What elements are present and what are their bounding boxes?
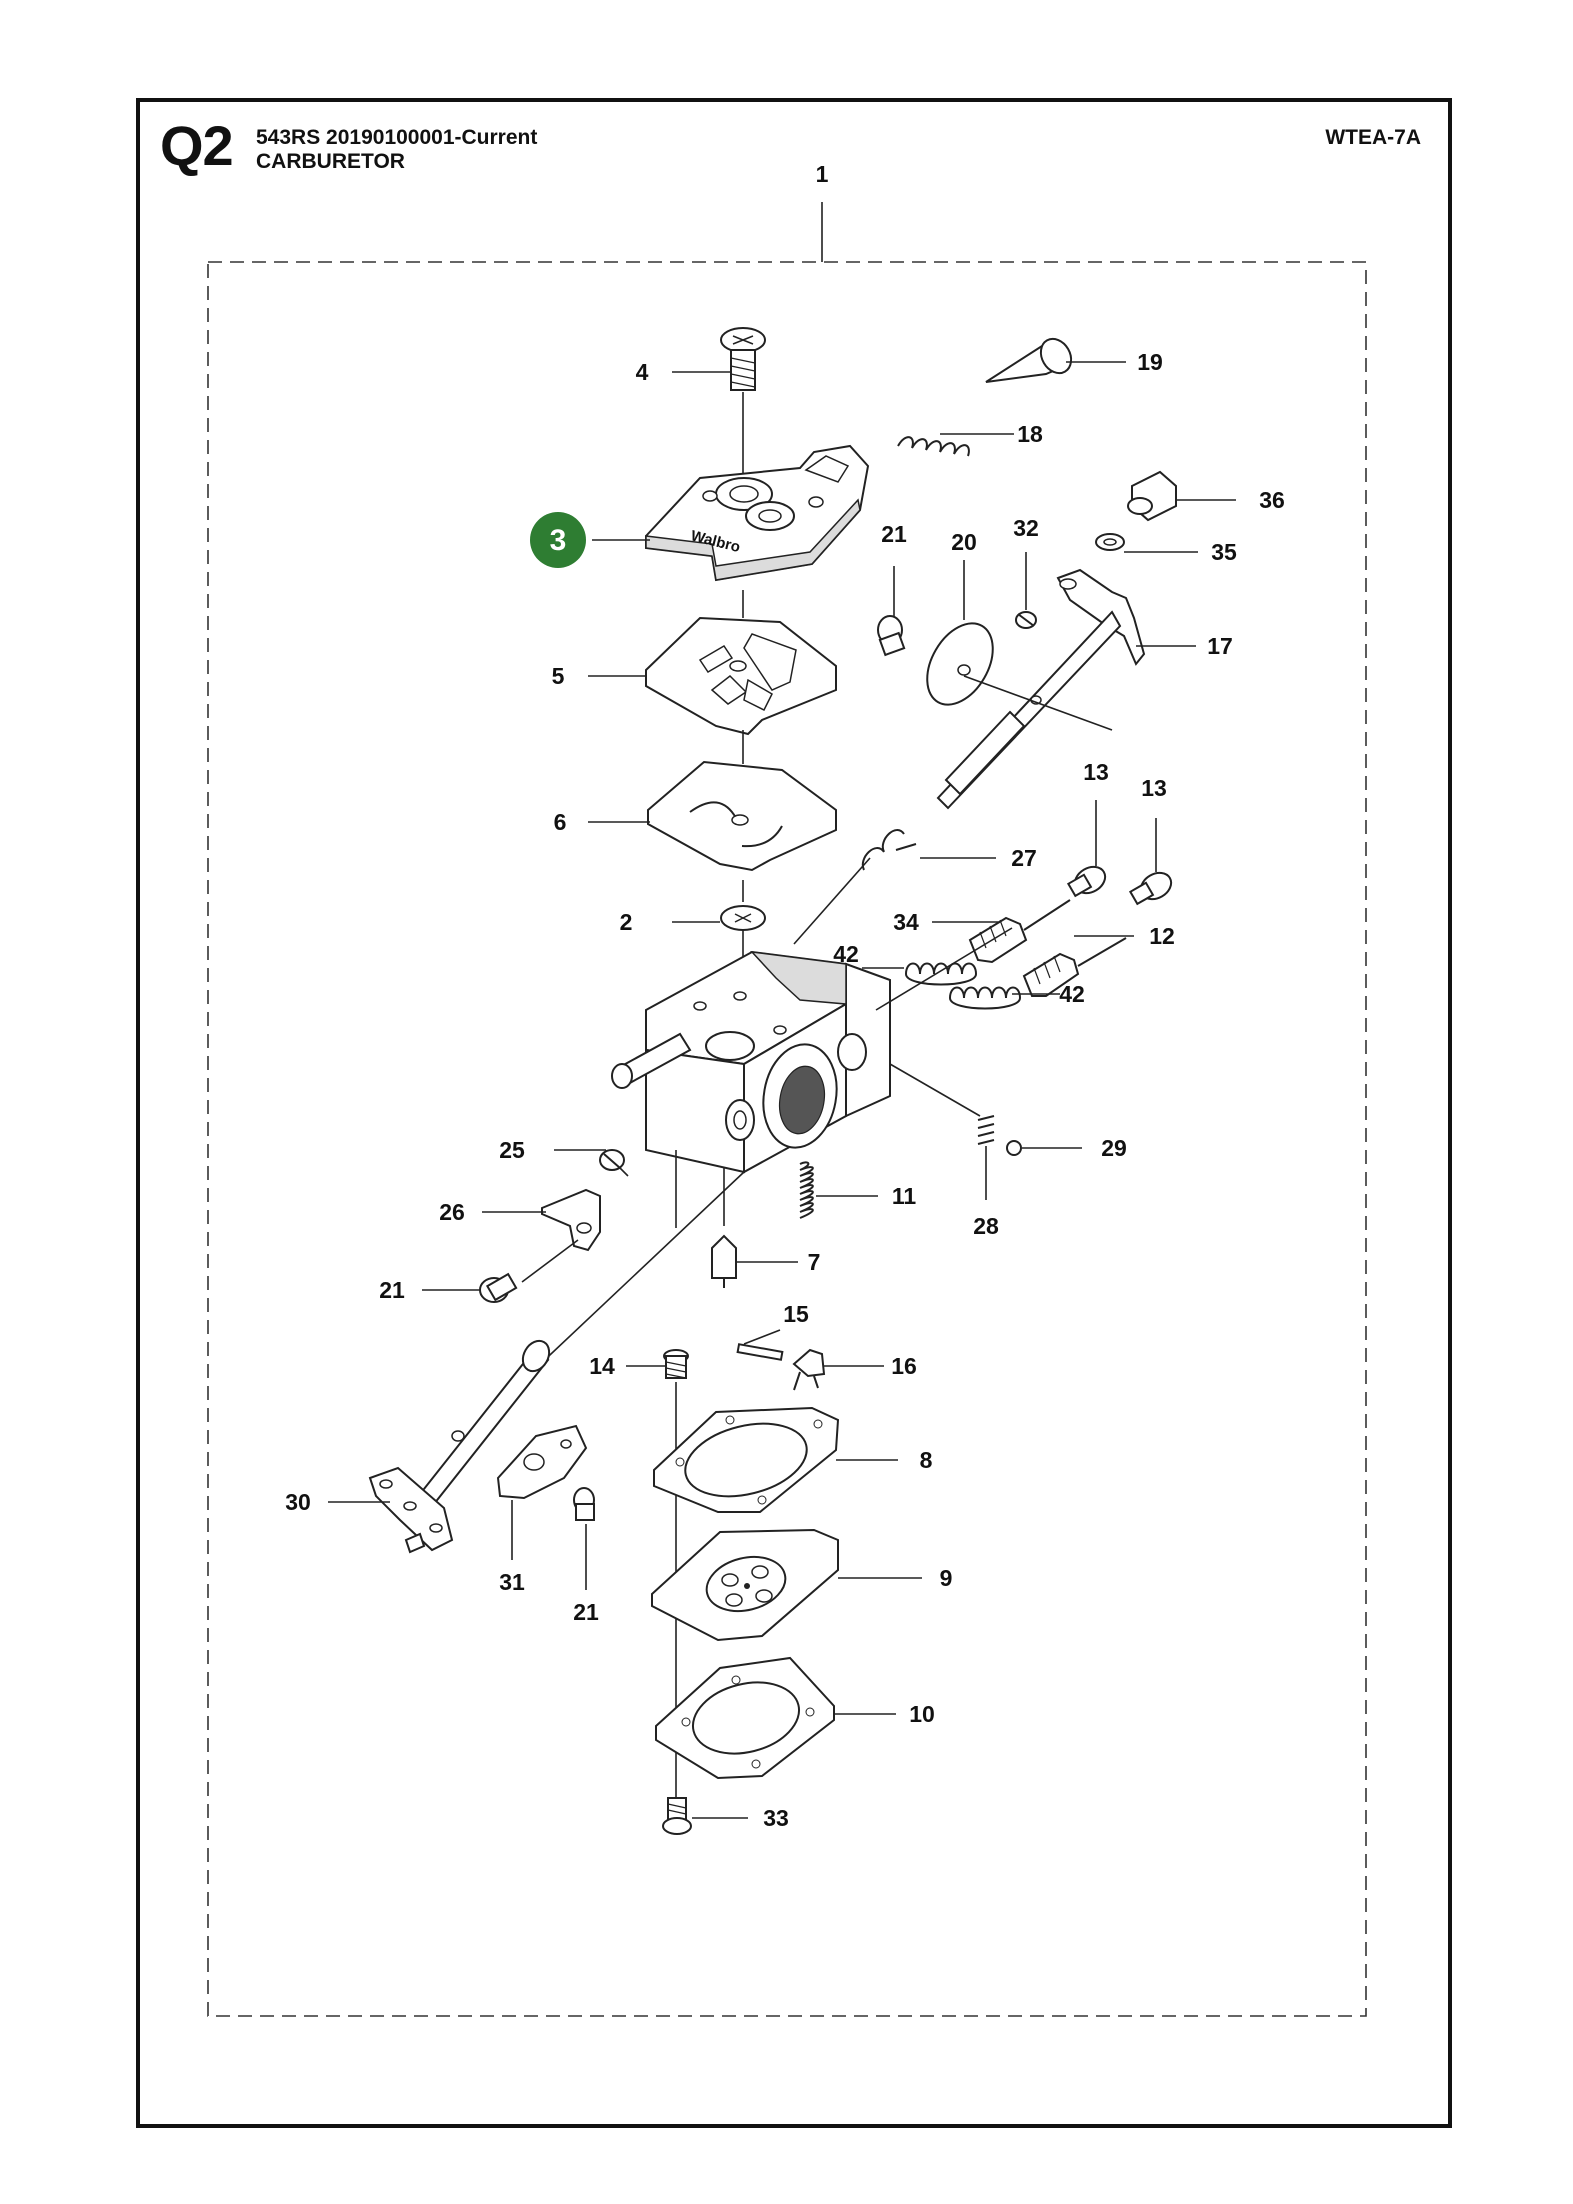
callout-15: 15: [783, 1301, 809, 1327]
callout-21-bottom: 21: [573, 1599, 599, 1625]
callout-20: 20: [951, 529, 977, 555]
callout-9: 9: [940, 1565, 953, 1591]
part-spring-27: [861, 829, 917, 871]
callout-25: 25: [499, 1137, 525, 1163]
page-code: Q2: [160, 114, 234, 177]
part-needle-2: [720, 905, 766, 931]
part-cap-13-a: [1066, 865, 1107, 898]
callout-21-mid: 21: [379, 1277, 405, 1303]
highlight-label: 3: [550, 524, 567, 557]
callout-42-b: 42: [1059, 981, 1085, 1007]
part-spring-42-a: [905, 962, 978, 986]
callout-5: 5: [552, 663, 565, 689]
callout-4: 4: [636, 359, 649, 385]
part-lever-16: [792, 1348, 826, 1391]
callout-13-b: 13: [1141, 775, 1167, 801]
part-lever-26: [541, 1188, 601, 1252]
part-valve-20: [926, 622, 994, 706]
part-screw-34: [968, 899, 1071, 964]
part-screw-21-mid: [479, 1272, 518, 1303]
model-range: 543RS 20190100001-Current: [256, 126, 538, 149]
part-spring-42-b: [949, 986, 1022, 1010]
callout-29: 29: [1101, 1135, 1127, 1161]
part-shaft-17: [936, 568, 1146, 810]
part-cover-3: Walbro: [645, 444, 870, 582]
callout-10: 10: [909, 1701, 935, 1727]
part-ring-25: [599, 1149, 625, 1171]
part-gasket-8: [653, 1406, 840, 1513]
callout-36: 36: [1259, 487, 1285, 513]
part-ball-29: [1006, 1140, 1022, 1156]
drawing-reference: WTEA-7A: [1325, 126, 1421, 149]
callout-30: 30: [285, 1489, 311, 1515]
part-spring-11: [799, 1161, 814, 1219]
part-screw-4: [720, 327, 766, 391]
callout-2: 2: [620, 909, 633, 935]
part-cap-13-b: [1128, 871, 1173, 906]
callout-13-a: 13: [1083, 759, 1109, 785]
page-frame: [136, 98, 1452, 2128]
callout-11: 11: [892, 1183, 917, 1209]
callout-33: 33: [763, 1805, 789, 1831]
callout-28: 28: [973, 1213, 999, 1239]
callout-7: 7: [808, 1249, 821, 1275]
callout-34: 34: [893, 909, 919, 935]
callout-6: 6: [554, 809, 567, 835]
callout-12: 12: [1149, 923, 1175, 949]
part-screw-12: [1022, 937, 1127, 997]
diagram-title: CARBURETOR: [256, 150, 405, 173]
highlight-badge: 3: [530, 512, 586, 568]
part-shaft-30: [368, 1339, 551, 1554]
callout-42-a: 42: [833, 941, 859, 967]
part-pin-15: [736, 1343, 784, 1361]
assembly-boundary: [207, 261, 1367, 2017]
part-valve-31: [496, 1424, 588, 1500]
part-diaphragm-6: [647, 760, 837, 872]
part-clip-32: [1015, 611, 1037, 629]
callout-8: 8: [920, 1447, 933, 1473]
callout-31: 31: [499, 1569, 525, 1595]
callout-14: 14: [589, 1353, 615, 1379]
callout-26: 26: [439, 1199, 465, 1225]
callout-32: 32: [1013, 515, 1039, 541]
part-spring-28: [977, 1115, 995, 1145]
part-screw-21-top: [877, 615, 906, 657]
callout-16: 16: [891, 1353, 917, 1379]
part-screw-14: [663, 1349, 689, 1379]
carburetor-body: [611, 950, 891, 1174]
callout-18: 18: [1017, 421, 1043, 447]
part-gasket-5: [645, 616, 837, 736]
part-screw-33: [662, 1797, 692, 1835]
callout-1: 1: [816, 161, 829, 187]
callout-17: 17: [1207, 633, 1233, 659]
callout-27: 27: [1011, 845, 1037, 871]
part-cap-36: [1127, 470, 1177, 522]
part-spring-18: [897, 436, 970, 457]
part-needle-7: [711, 1234, 737, 1288]
part-screw-21-bottom: [573, 1487, 595, 1521]
part-diaphragm-9: [651, 1528, 839, 1642]
callout-19: 19: [1137, 349, 1163, 375]
part-gasket-10: [655, 1656, 835, 1780]
part-needle-19: [985, 337, 1073, 383]
callout-21-top: 21: [881, 521, 907, 547]
callout-35: 35: [1211, 539, 1237, 565]
